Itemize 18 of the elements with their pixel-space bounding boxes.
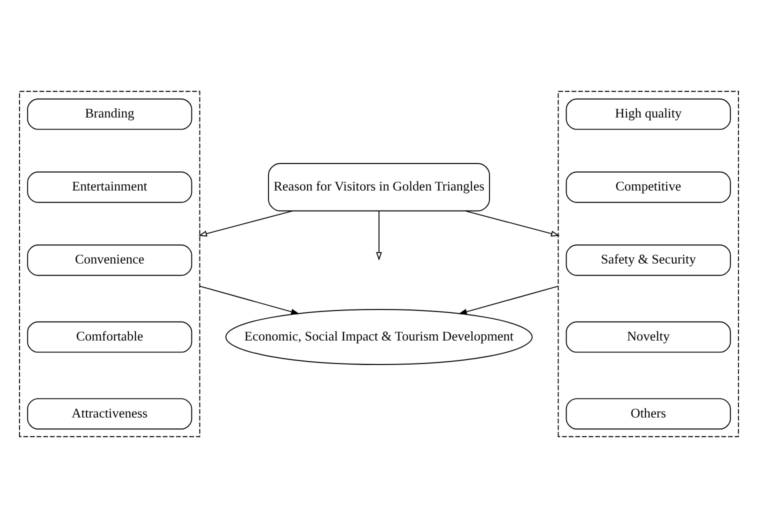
arrow xyxy=(376,210,382,260)
node-box: Branding xyxy=(27,98,192,130)
node-box: Entertainment xyxy=(27,171,192,202)
cluster xyxy=(19,90,200,437)
node-box: Convenience xyxy=(27,244,192,276)
node-box: Safety & Security xyxy=(566,244,731,276)
arrow xyxy=(199,285,300,314)
node-box: Competitive xyxy=(566,171,731,202)
arrow xyxy=(458,285,559,314)
node-box: Reason for Visitors in Golden Triangles xyxy=(268,162,490,211)
arrow xyxy=(464,210,560,236)
node-box: Attractiveness xyxy=(27,398,192,429)
arrow xyxy=(198,210,294,236)
node-box: High quality xyxy=(566,98,731,130)
node-box: Novelty xyxy=(566,320,731,352)
cluster xyxy=(558,90,739,437)
node-box: Comfortable xyxy=(27,320,192,352)
node-box: Others xyxy=(566,398,731,429)
